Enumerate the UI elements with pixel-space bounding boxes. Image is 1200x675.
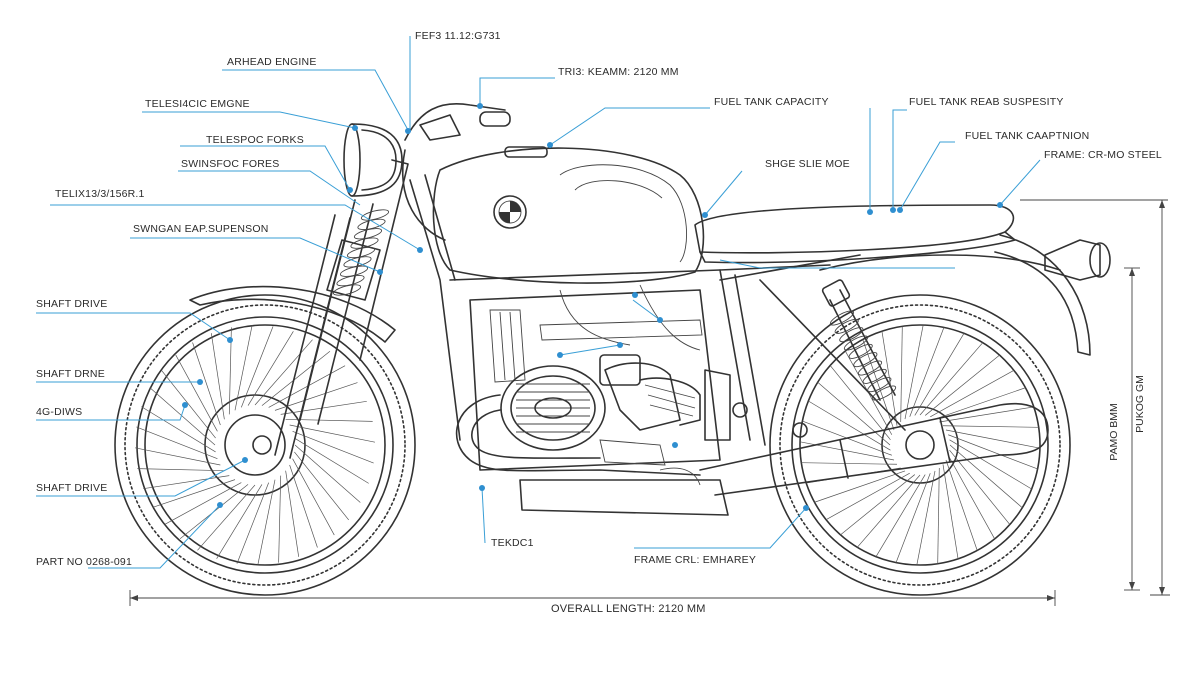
exhaust — [455, 394, 1049, 516]
rear-wheel — [769, 294, 1071, 596]
shaft-drive-label-2: SHAFT DRNE — [36, 368, 105, 380]
telespoc-forks-label: TELESPOC FORKS — [206, 134, 304, 146]
leader-lines — [36, 36, 1041, 569]
fuel-tank-rear-suspension-label: FUEL TANK REAB SUSPESITY — [909, 96, 1064, 108]
front-forks — [274, 159, 409, 459]
engine — [469, 284, 808, 471]
shaft-drive-label-3: SHAFT DRIVE — [36, 482, 108, 494]
shge-slie-moe-label: SHGE SLIE MOE — [765, 158, 850, 170]
seat — [694, 204, 1016, 264]
telesfoc-engine-label: TELESI4CIC EMGNE — [145, 98, 250, 110]
tri-keam-label: TRI3: KEAMM: 2120 MM — [558, 66, 679, 78]
handlebar — [402, 103, 511, 241]
frame — [409, 174, 906, 446]
shaft-drive-label-1: SHAFT DRIVE — [36, 298, 108, 310]
overall-length-label: OVERALL LENGTH: 2120 MM — [551, 603, 706, 615]
tail-light — [1044, 239, 1111, 281]
fuel-tank — [432, 146, 705, 284]
telix-label: TELIX13/3/156R.1 — [55, 188, 145, 200]
seat-height-dimension-label: PUKOG GM — [1133, 375, 1146, 433]
headlight — [343, 123, 403, 197]
part-number-label: PART NO 0268-091 — [36, 556, 133, 568]
swngan-suspension-label: SWNGAN EAP.SUPENSON — [133, 223, 269, 235]
top-code-label: FEF3 11.12:G731 — [415, 30, 501, 42]
tekdc-label: TEKDC1 — [491, 537, 534, 549]
height-dimension-label: PAMO BMM — [1107, 403, 1120, 461]
swinsfoc-fores-label: SWINSFOC FORES — [181, 158, 280, 170]
rear-shock — [821, 279, 897, 401]
arhead-engine-label: ARHEAD ENGINE — [227, 56, 317, 68]
callout-dots — [182, 103, 1003, 511]
front-wheel — [114, 294, 416, 596]
frame-cr-exhaust-label: FRAME CRL: EMHAREY — [634, 554, 757, 566]
fuel-tank-caption-label: FUEL TANK CAAPTNION — [965, 130, 1090, 142]
ag-diws-label: 4G-DIWS — [36, 406, 83, 418]
fuel-tank-capacity-label: FUEL TANK CAPACITY — [714, 96, 829, 108]
dimension-lines — [129, 199, 1170, 606]
frame-steel-label: FRAME: CR-MO STEEL — [1044, 149, 1162, 161]
